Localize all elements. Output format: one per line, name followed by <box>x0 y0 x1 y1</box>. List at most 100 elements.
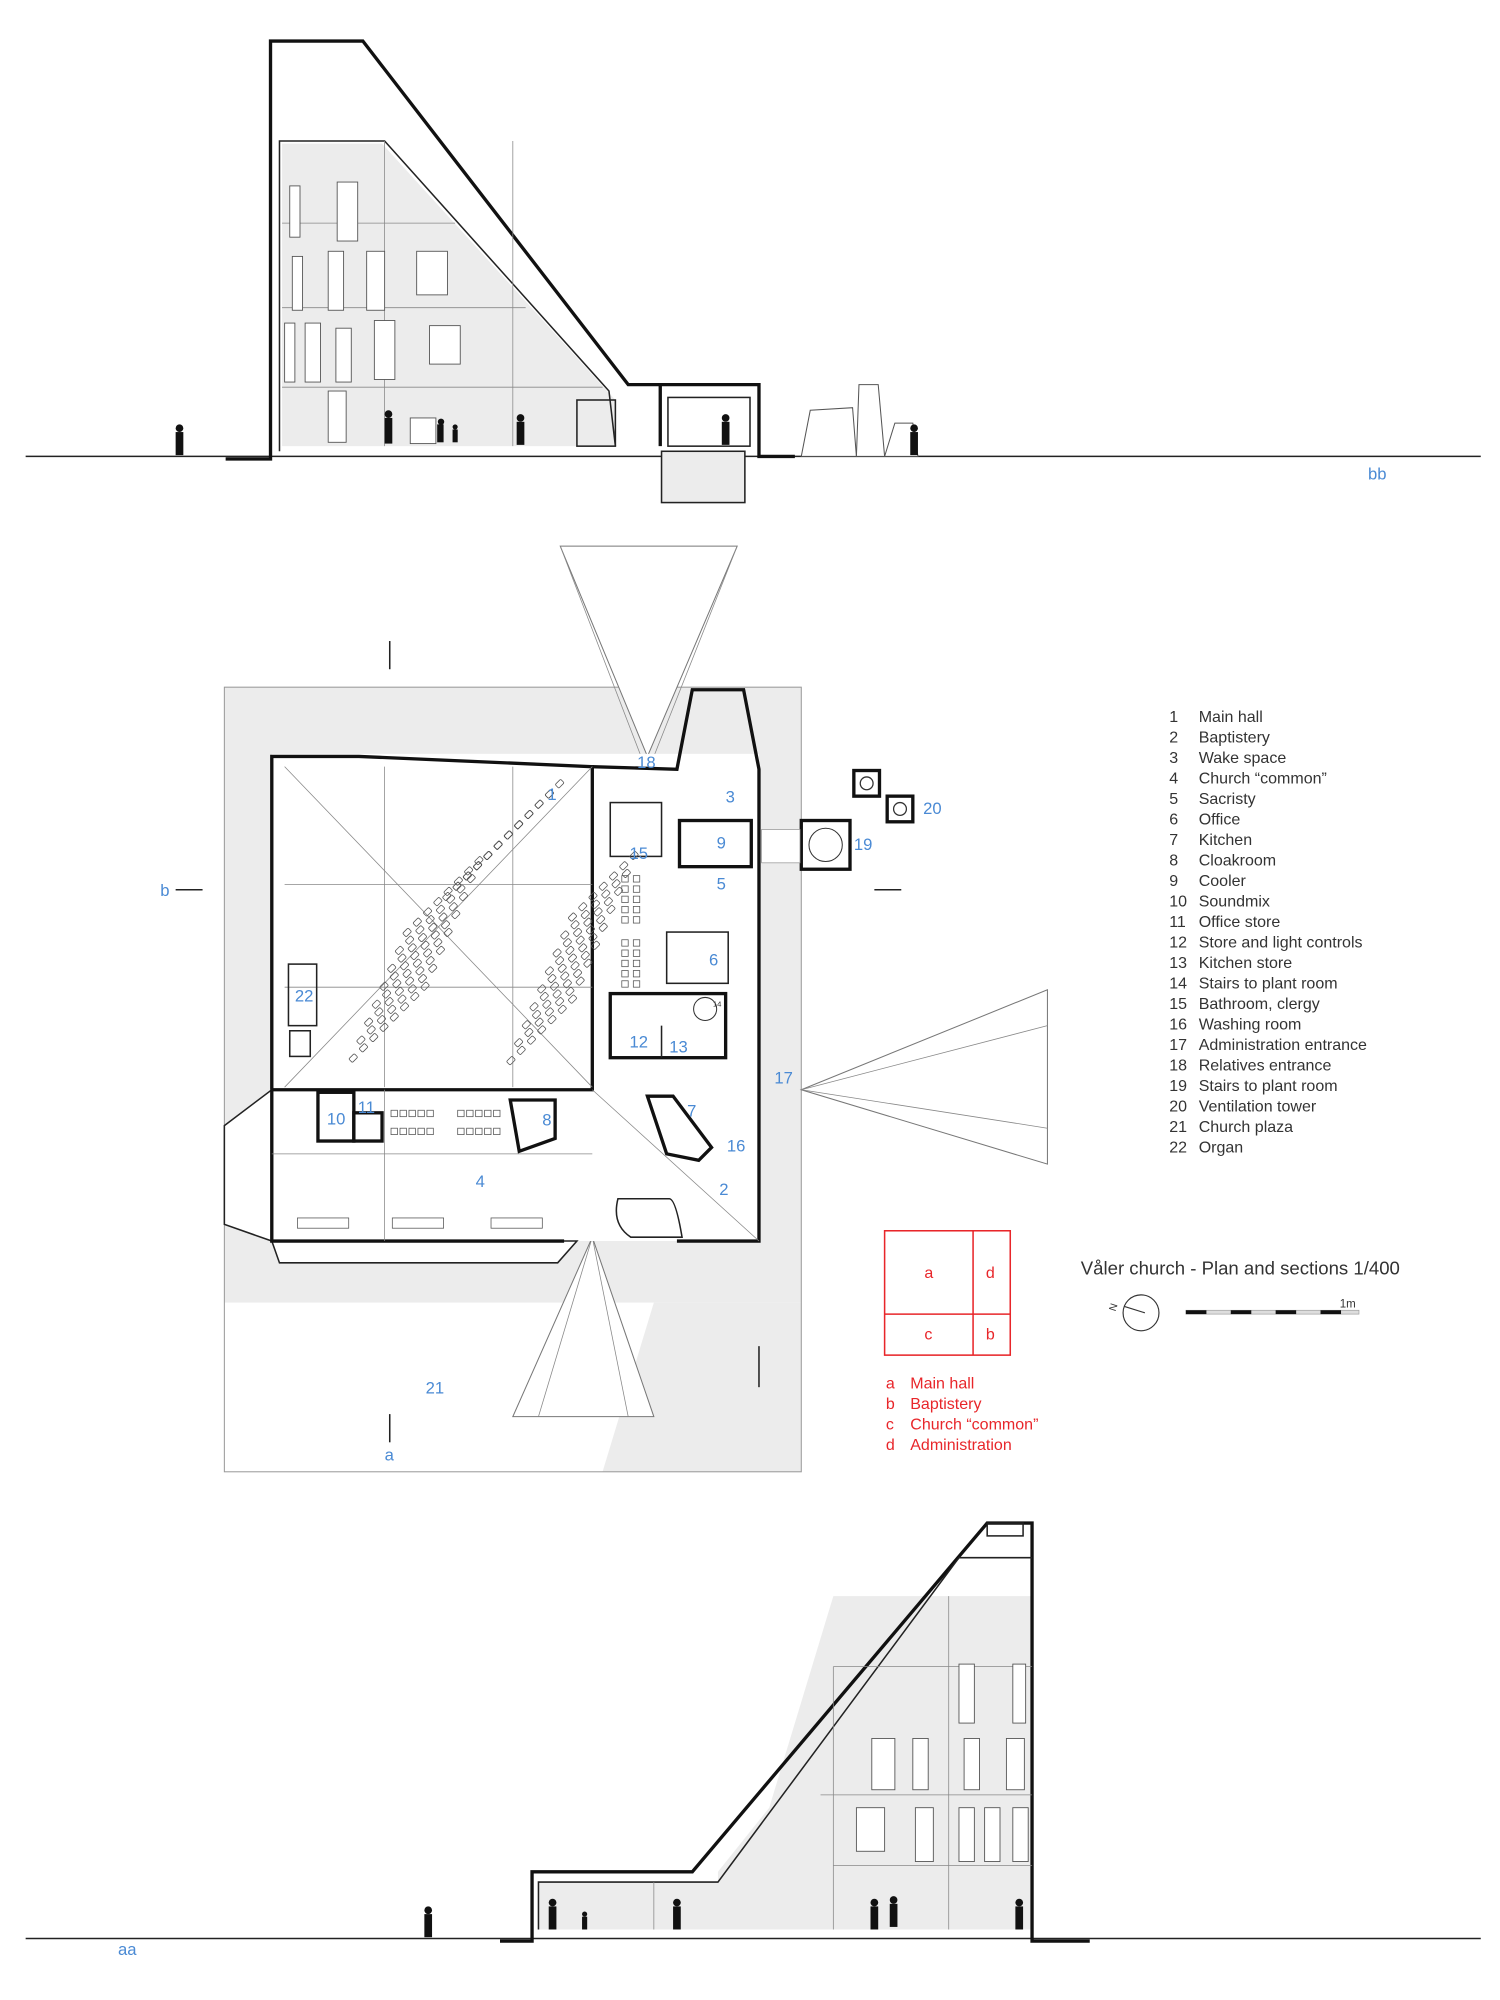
seat <box>557 1004 567 1014</box>
seat <box>565 987 575 996</box>
legend-label: Baptistery <box>1199 728 1270 746</box>
sheet-title: Våler church - Plan and sections 1/400 <box>1081 1257 1400 1278</box>
seat <box>438 912 448 922</box>
seat <box>428 963 438 973</box>
seat <box>456 884 466 894</box>
north-arrow-icon: N <box>1108 1294 1160 1332</box>
room-label-7: 7 <box>687 1102 696 1121</box>
legend-number: 13 <box>1169 954 1187 972</box>
chair <box>621 916 629 924</box>
chair <box>621 875 629 883</box>
chair <box>621 885 629 893</box>
seat <box>430 930 440 940</box>
seat <box>433 938 443 948</box>
chair <box>632 906 641 914</box>
chair <box>426 1127 434 1136</box>
chair <box>621 895 629 903</box>
zone-key: a <box>886 1374 895 1392</box>
seat <box>521 1020 531 1030</box>
seat <box>420 981 430 991</box>
seat <box>591 899 600 909</box>
glass-door <box>576 399 617 447</box>
legend-number: 9 <box>1169 872 1178 890</box>
legend-label: Cooler <box>1199 872 1247 890</box>
room-label-17: 17 <box>774 1068 793 1087</box>
seat <box>428 922 438 932</box>
chair <box>632 916 641 924</box>
room-label-19: 19 <box>854 835 873 854</box>
seat <box>547 974 557 983</box>
seat <box>555 997 565 1007</box>
seat <box>570 961 580 971</box>
chair <box>475 1127 483 1136</box>
seat <box>545 789 554 799</box>
legend-number: 19 <box>1169 1077 1187 1095</box>
seat <box>473 861 482 871</box>
floor-plan: 1 2 3 4 5 6 7 8 9 10 11 12 13 14 15 16 1… <box>160 545 1048 1473</box>
scale-label: 1m <box>1340 1299 1356 1311</box>
seat <box>423 907 432 917</box>
legend-number: 16 <box>1169 1015 1187 1033</box>
seat <box>580 910 590 919</box>
seat <box>400 961 409 971</box>
zone-diagram: a d c b <box>883 1230 1012 1356</box>
seat <box>573 969 582 978</box>
ventilation-tower <box>800 407 857 457</box>
chair <box>390 1127 398 1136</box>
vent-tower-1 <box>852 768 882 798</box>
chair <box>457 1109 465 1118</box>
seat <box>405 935 415 945</box>
seat <box>348 1053 358 1063</box>
seat <box>534 799 544 809</box>
seat <box>568 912 577 922</box>
legend-number: 7 <box>1169 831 1178 849</box>
seat <box>405 976 415 986</box>
seat <box>614 887 624 896</box>
legend-label: Organ <box>1199 1139 1244 1157</box>
legend-number: 14 <box>1169 974 1187 992</box>
zone-label: Church “common” <box>910 1415 1038 1433</box>
seat <box>452 881 462 891</box>
stairs-14 <box>693 996 718 1022</box>
legend-number: 20 <box>1169 1098 1187 1116</box>
seat <box>524 810 534 819</box>
seat <box>446 894 456 904</box>
seat <box>534 1017 544 1027</box>
room-label-1: 1 <box>547 785 556 804</box>
seat <box>369 1033 379 1042</box>
seat <box>506 1056 516 1066</box>
chair <box>408 1127 416 1136</box>
seat <box>384 997 394 1007</box>
chair <box>457 1127 465 1136</box>
bench <box>490 1217 543 1229</box>
seat <box>443 928 453 937</box>
seat <box>412 958 422 968</box>
section-marker-a: a <box>385 1445 395 1464</box>
chair <box>621 959 629 968</box>
seat <box>379 1022 389 1032</box>
legend-label: Wake space <box>1199 749 1287 767</box>
zone-key: b <box>886 1395 895 1413</box>
chair <box>632 895 641 903</box>
room-label-18: 18 <box>637 753 656 772</box>
seat <box>603 897 613 907</box>
seat <box>586 925 595 935</box>
chair <box>621 906 629 914</box>
seat <box>410 992 420 1001</box>
room-label-20: 20 <box>923 799 942 818</box>
top-skylight-wedge <box>559 545 738 758</box>
room-label-2: 2 <box>719 1180 728 1199</box>
